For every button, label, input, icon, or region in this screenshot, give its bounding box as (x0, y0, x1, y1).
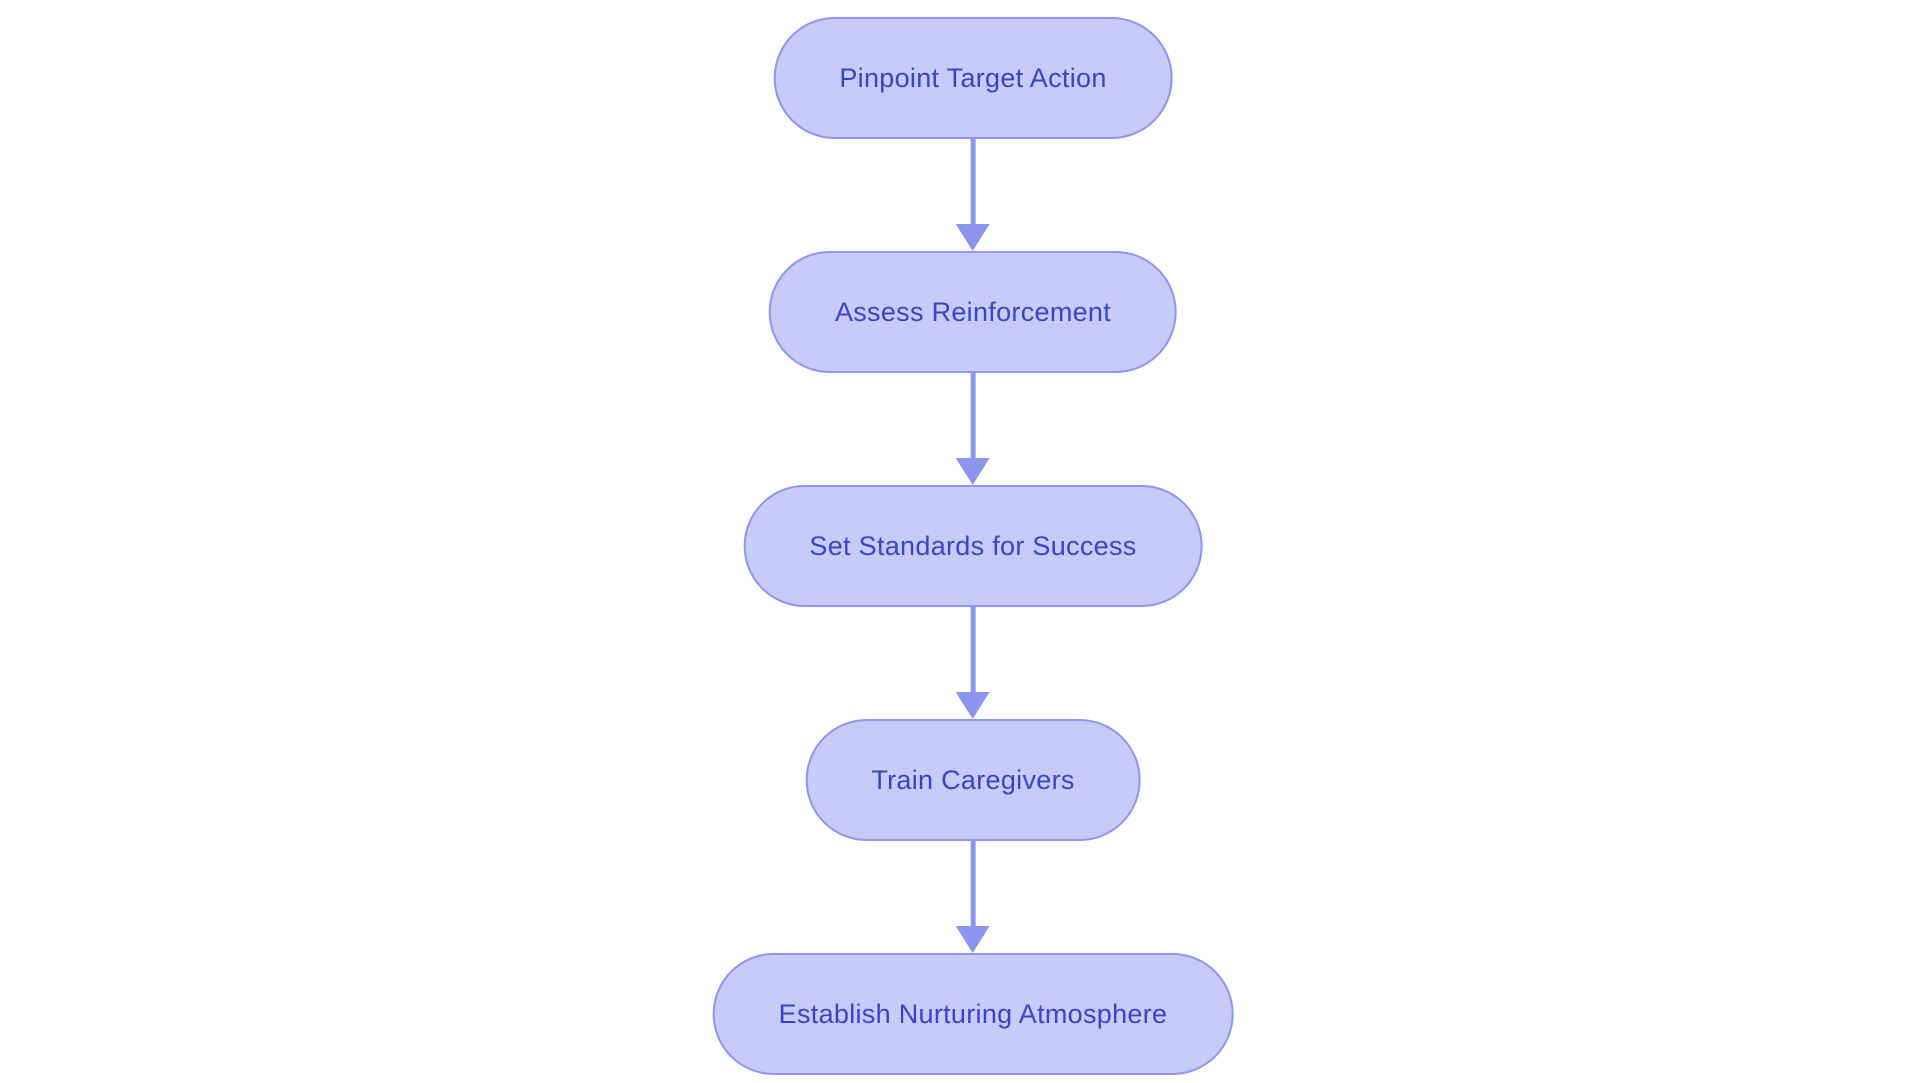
node-establish-nurturing-atmosphere: Establish Nurturing Atmosphere (712, 953, 1234, 1075)
flowchart-column: Pinpoint Target Action Assess Reinforcem… (712, 17, 1234, 1075)
node-train-caregivers: Train Caregivers (805, 719, 1141, 841)
node-label: Assess Reinforcement (834, 296, 1112, 327)
arrow-shaft (970, 841, 976, 926)
node-label: Pinpoint Target Action (839, 62, 1107, 93)
arrow-down-icon (956, 139, 990, 251)
arrow-shaft (970, 139, 976, 224)
arrow-head (956, 458, 990, 485)
node-pinpoint-target-action: Pinpoint Target Action (773, 17, 1173, 139)
node-set-standards-for-success: Set Standards for Success (743, 485, 1203, 607)
node-assess-reinforcement: Assess Reinforcement (768, 251, 1178, 373)
arrow-down-icon (956, 373, 990, 485)
arrow-head (956, 692, 990, 719)
node-label: Train Caregivers (871, 764, 1075, 795)
arrow-head (956, 926, 990, 953)
node-label: Establish Nurturing Atmosphere (778, 998, 1168, 1029)
arrow-shaft (970, 607, 976, 692)
arrow-down-icon (956, 841, 990, 953)
node-label: Set Standards for Success (809, 530, 1137, 561)
arrow-head (956, 224, 990, 251)
arrow-shaft (970, 373, 976, 458)
arrow-down-icon (956, 607, 990, 719)
